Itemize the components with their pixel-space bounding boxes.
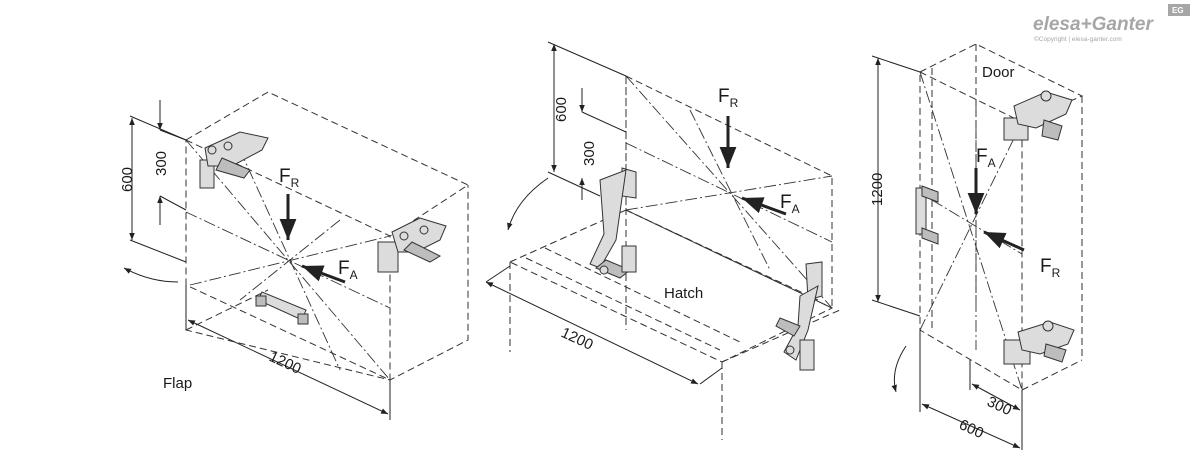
door-name: Door — [982, 64, 1015, 81]
copyright-text: ©Copyright | elesa-ganter.com — [1034, 35, 1122, 43]
hatch-hinge-right — [775, 261, 823, 371]
door-hinge-top — [1003, 90, 1073, 141]
door-diagonal-1 — [919, 71, 1023, 391]
door-dim-600: 600 — [956, 416, 986, 442]
hatch-dim-300: 300 — [581, 141, 598, 166]
flap-force-axial-label: FA — [338, 258, 358, 282]
flap-diagram: 600 300 1200 FR FA Flap — [119, 91, 470, 420]
flap-diagonal-5 — [239, 219, 341, 301]
hatch-dim-1200-line — [485, 281, 699, 385]
flap-name: Flap — [163, 375, 192, 392]
hatch-force-axial-label: FA — [780, 192, 800, 216]
flap-panel-thickness — [185, 185, 469, 381]
hatch-diagonal-3 — [625, 142, 833, 243]
flap-hinge-right — [377, 217, 447, 273]
hatch-dim-1200: 1200 — [558, 324, 595, 354]
door-handle — [915, 185, 939, 245]
hatch-hinge-left — [589, 167, 637, 279]
flap-dim-1200: 1200 — [266, 348, 303, 378]
brand-logo: elesa+Ganter EG ©Copyright | elesa-gante… — [1033, 4, 1190, 43]
flap-dim-300: 300 — [153, 151, 170, 176]
flap-dim-600: 600 — [119, 167, 136, 192]
door-dim-300: 300 — [984, 393, 1014, 419]
logo-text: elesa+Ganter — [1033, 14, 1154, 35]
door-dim-600-line — [921, 403, 1021, 449]
flap-force-radial-label: FR — [279, 166, 300, 190]
flap-handle — [255, 291, 309, 325]
door-hinge-bottom — [1003, 320, 1075, 365]
flap-dim-1200-line — [187, 319, 389, 415]
door-panel-face — [919, 71, 1023, 391]
hatch-diagonal-1 — [625, 75, 833, 309]
door-force-radial-arrow — [983, 230, 1025, 252]
hatch-diagram: 600 300 1200 FR FA Hatch — [485, 41, 841, 440]
door-dim-1200: 1200 — [869, 173, 886, 206]
hatch-diagonal-4 — [689, 109, 771, 271]
hatch-force-radial-label: FR — [718, 86, 739, 110]
door-force-axial-label: FA — [976, 146, 996, 170]
hatch-diagonal-2 — [625, 175, 833, 211]
logo-badge — [1168, 4, 1190, 16]
flap-panel-top — [185, 91, 470, 237]
door-force-radial-label: FR — [1040, 256, 1061, 280]
hatch-force-axial-arrow — [741, 196, 787, 216]
flap-hinge-left — [199, 131, 269, 189]
door-diagonal-3 — [931, 199, 1023, 255]
flap-diagonal-3 — [185, 211, 391, 309]
hatch-rotation-arrow — [507, 177, 549, 231]
hatch-dim-600: 600 — [553, 97, 570, 122]
flap-force-axial-arrow — [301, 264, 346, 284]
logo-badge-text: EG — [1172, 6, 1184, 15]
hatch-name: Hatch — [664, 285, 703, 302]
door-diagram: 1200 300 600 FA FR Door — [869, 43, 1084, 450]
door-diagonal-2 — [919, 121, 1023, 331]
door-rotation-arrow — [891, 345, 907, 393]
flap-rotation-arrow — [123, 267, 179, 283]
